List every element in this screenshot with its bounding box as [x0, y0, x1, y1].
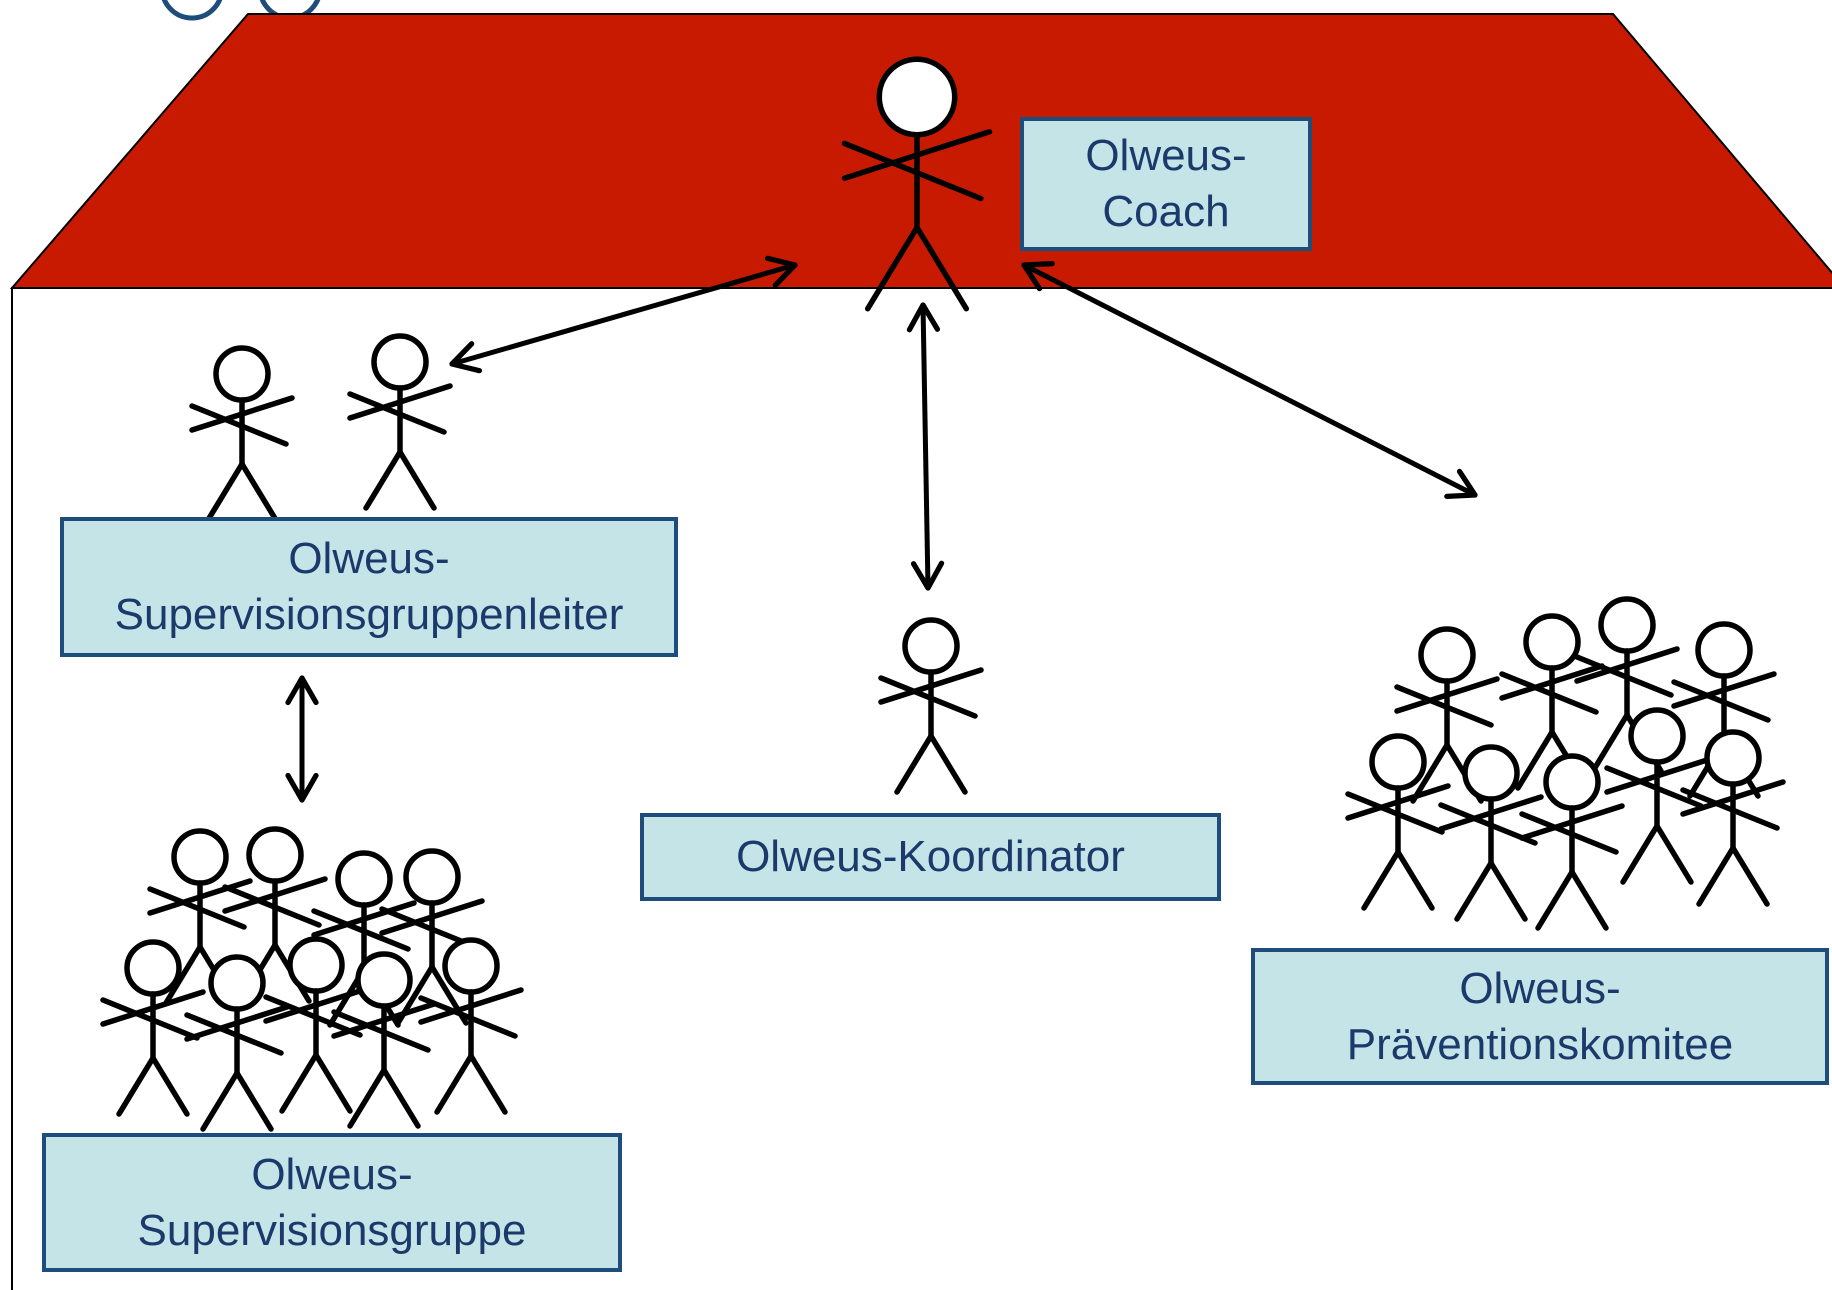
stick-figure-icon	[1519, 753, 1625, 931]
supervision-leader-label-line1: Olweus-	[288, 534, 450, 583]
double-arrow-icon	[1021, 261, 1478, 499]
stick-figure-icon	[100, 939, 206, 1117]
supervision-group-label-line2: Supervisionsgruppe	[137, 1205, 527, 1255]
supervision-group-label-line1: Olweus-	[251, 1149, 413, 1199]
stick-figure-icon	[184, 954, 290, 1132]
coach-label: Olweus- Coach	[1020, 117, 1312, 251]
supervision-leader-label: Olweus- Supervisionsgruppenleiter	[60, 517, 678, 657]
stick-figure-icon	[1345, 733, 1451, 911]
stick-figure-icon	[347, 333, 453, 511]
stick-figure-icon	[1574, 596, 1680, 774]
coach-label-line1: Olweus-	[1085, 131, 1247, 180]
supervision-leader-label-line2: Supervisionsgruppenleiter	[114, 590, 624, 639]
stick-figure-icon	[1438, 744, 1544, 922]
prevention-committee-label-line1: Olweus-	[1459, 963, 1621, 1013]
stick-figure-icon	[1680, 729, 1786, 907]
double-arrow-icon	[906, 302, 945, 591]
stick-figure-icon	[379, 848, 485, 1026]
double-arrow-icon	[449, 255, 798, 374]
stick-figure-icon	[189, 345, 295, 523]
stick-figure-icon	[418, 937, 524, 1115]
prevention-committee-label: Olweus- Präventionskomitee	[1251, 948, 1829, 1085]
stick-figure-icon	[1604, 707, 1710, 885]
coordinator-label-line1: Olweus-Koordinator	[736, 832, 1125, 881]
stick-figure-icon	[841, 56, 993, 312]
supervision-group-label: Olweus- Supervisionsgruppe	[42, 1133, 622, 1272]
prevention-committee-label-line2: Präventionskomitee	[1346, 1019, 1734, 1069]
coach-label-line2: Coach	[1102, 187, 1230, 236]
stick-figure-icon	[878, 617, 984, 795]
coordinator-label: Olweus-Koordinator	[640, 813, 1221, 901]
stick-figure-icon	[263, 936, 369, 1114]
stick-figure-icon	[331, 951, 437, 1129]
figures-layer	[100, 56, 1786, 1132]
